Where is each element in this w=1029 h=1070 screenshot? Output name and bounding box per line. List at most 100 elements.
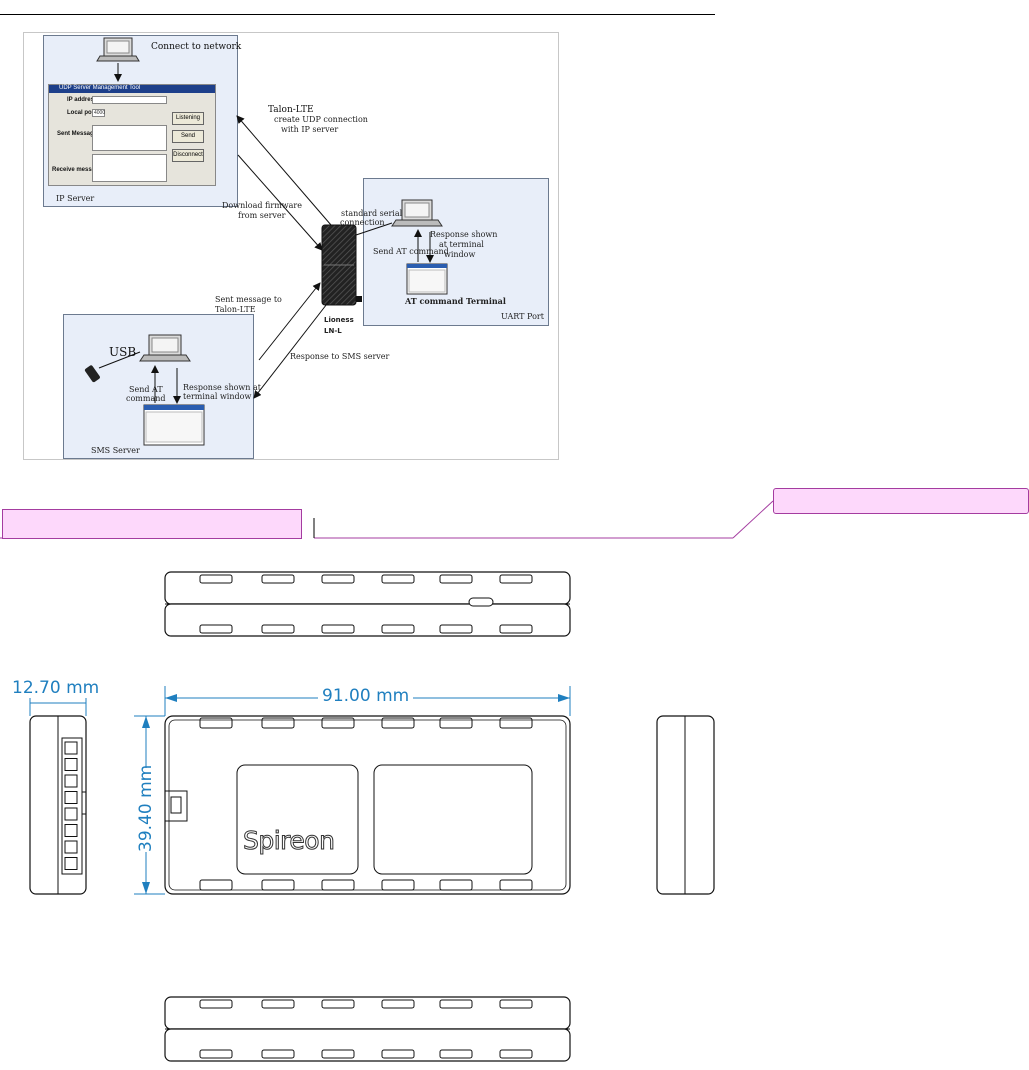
vent-notch [321, 879, 355, 891]
vent-notch [499, 879, 533, 891]
vent-notch [439, 717, 473, 729]
download-firmware-label: Download firmware [222, 201, 302, 210]
connector-pin [64, 791, 78, 804]
create-udp-label: create UDP connection [274, 115, 368, 124]
receive-message-label: Receive message [52, 167, 103, 173]
response-to-sms-label: Response to SMS server [290, 352, 390, 361]
connector-pin [64, 857, 78, 870]
vent-notch [199, 574, 233, 584]
vent-notch [439, 624, 473, 634]
response-shown-at-label: Response shown at [183, 383, 261, 392]
laptop-icon [96, 37, 140, 62]
window-label: window [444, 250, 476, 259]
length-dimension-label: 91.00 mm [318, 686, 414, 706]
usb-label: USB [109, 345, 137, 359]
strip-body [164, 996, 571, 1030]
side-connector-pins [64, 741, 78, 870]
callout-box-left [2, 509, 302, 539]
vent-notch [199, 717, 233, 729]
vent-notch [261, 879, 295, 891]
send-button[interactable]: Send [172, 130, 204, 143]
receive-message-field[interactable] [92, 154, 167, 182]
callout-leader [732, 500, 774, 539]
strip-body [164, 603, 571, 637]
send-at-label: Send AT [129, 385, 163, 394]
vent-notch [381, 624, 415, 634]
command-label: command [126, 394, 166, 403]
response-shown-label: Response shown [430, 230, 498, 239]
depth-dimension-label: 12.70 mm [12, 678, 100, 698]
sms-laptop-icon [139, 334, 191, 362]
udp-tool-window: UDP Server Management Tool IP address Lo… [48, 84, 216, 186]
sent-message-arrow [258, 282, 321, 361]
spireon-logo: Spireon [242, 826, 335, 856]
usb-stick-icon [84, 365, 100, 383]
serial-connection-line [355, 222, 393, 236]
udp-window-title: UDP Server Management Tool [59, 85, 141, 91]
vent-notch [261, 717, 295, 729]
vent-notch [199, 879, 233, 891]
vent-notch [261, 574, 295, 584]
uart-port-panel [363, 178, 549, 326]
device-front-view [164, 715, 571, 895]
local-port-field[interactable]: 4000 [92, 109, 105, 117]
vent-notch [321, 1049, 355, 1059]
ln-l-label: LN-L [324, 327, 342, 335]
connect-to-network-label: Connect to network [151, 42, 242, 52]
lioness-label: Lioness [324, 316, 354, 324]
vent-notch [499, 1049, 533, 1059]
sent-message-to-label: Sent message to [215, 295, 282, 304]
local-port-value: 4000 [94, 110, 106, 116]
width-dimension-label: 39.40 mm [136, 764, 156, 852]
udp-window-titlebar: UDP Server Management Tool [49, 85, 215, 93]
listening-button[interactable]: Listening [172, 112, 204, 125]
front-view-notches [199, 717, 533, 891]
connector-pin [64, 807, 78, 821]
device-bottom-view [164, 996, 571, 1062]
send-at-command-label: Send AT command [373, 247, 449, 256]
vent-notch [439, 1049, 473, 1059]
vent-notch [439, 879, 473, 891]
udp-connect-arrow [236, 115, 332, 226]
uart-terminal-window-icon [406, 263, 448, 295]
vent-notch [261, 999, 295, 1009]
strip-body [164, 1028, 571, 1062]
device-left-side-view [29, 715, 87, 895]
talon-lte-2-label: Talon-LTE [215, 305, 256, 314]
connector-pin [64, 741, 78, 755]
local-port-label: Local port [67, 110, 97, 116]
terminal-window-label: terminal window [183, 392, 252, 401]
callout-box-right [773, 488, 1029, 514]
vent-notch [439, 999, 473, 1009]
ip-server-label: IP Server [56, 194, 95, 203]
lioness-device-icon [321, 224, 362, 306]
vent-notch [321, 574, 355, 584]
at-terminal-label: at terminal [439, 240, 484, 249]
top-rule [0, 14, 715, 15]
connection-label: connection [340, 218, 385, 227]
at-command-terminal-label: AT command Terminal [405, 296, 506, 306]
connector-pin [64, 774, 78, 788]
vent-notch [321, 717, 355, 729]
ip-address-field[interactable] [92, 96, 167, 104]
connector-pin [64, 758, 78, 771]
download-firmware-arrow [237, 154, 323, 251]
device-top-view [164, 571, 571, 637]
sms-terminal-window-icon [143, 404, 205, 446]
response-sms-arrow [253, 299, 331, 399]
disconnect-button[interactable]: Disconnect [172, 149, 204, 162]
vent-notch [199, 999, 233, 1009]
vent-notch [499, 999, 533, 1009]
device-right-side-view [656, 715, 715, 895]
from-server-label: from server [238, 211, 286, 220]
sent-message-field[interactable] [92, 125, 167, 151]
vent-notch [321, 624, 355, 634]
vent-notch [381, 1049, 415, 1059]
vent-notch [439, 574, 473, 584]
vent-notch [199, 624, 233, 634]
led-slot [468, 597, 494, 607]
talon-lte-label: Talon-LTE [268, 105, 314, 115]
vent-notch [261, 624, 295, 634]
vent-notch [499, 717, 533, 729]
